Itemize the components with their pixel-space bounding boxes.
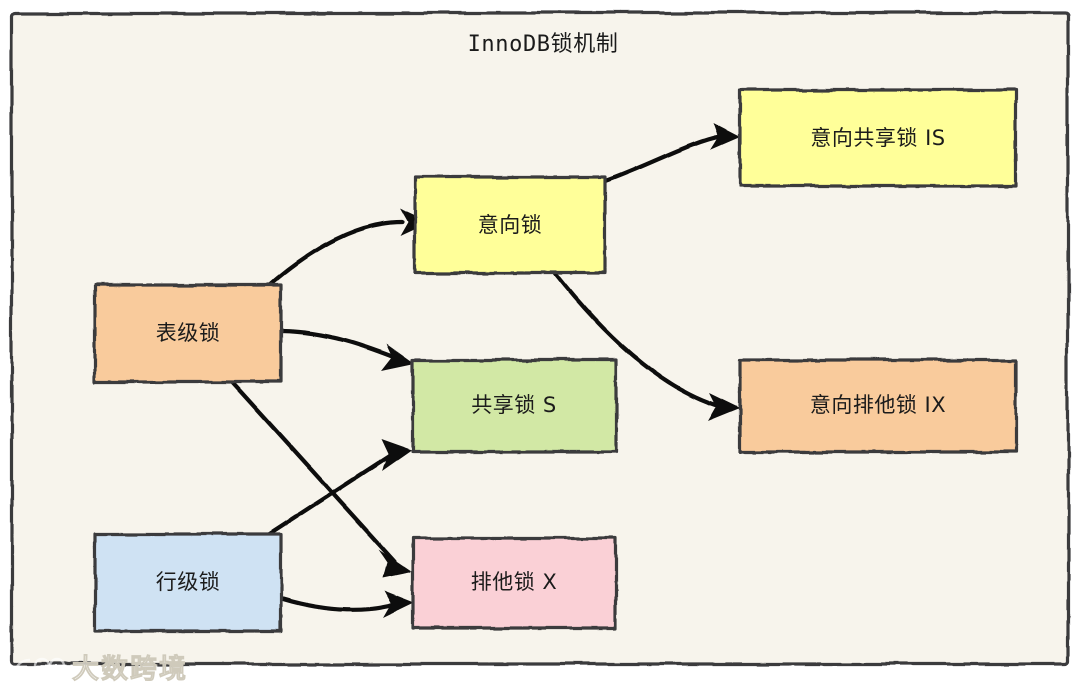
node-label-shared-lock: 共享锁 S: [471, 393, 557, 417]
node-layer: [93, 88, 1018, 633]
node-label-table-lock: 表级锁: [156, 321, 221, 345]
edge-row-to-shared: [262, 439, 412, 540]
node-label-row-lock: 行级锁: [156, 570, 221, 594]
node-label-intention-shared: 意向共享锁 IS: [810, 126, 945, 150]
node-box-intention-exclusive: [738, 358, 1018, 454]
edge-intention-to-shared-is: [602, 123, 740, 184]
watermark-logo-icon: [14, 657, 66, 684]
node-box-table-lock: [93, 283, 283, 384]
edge-layer: [228, 123, 740, 618]
node-box-row-lock: [93, 532, 283, 633]
watermark-label: 大数跨境: [72, 654, 188, 685]
node-box-intention-lock: [413, 175, 607, 275]
node-label-intention-lock: 意向锁: [478, 213, 543, 237]
watermark: 大数跨境: [14, 654, 188, 685]
edge-intention-to-exclusive-ix: [552, 270, 740, 421]
node-label-intention-exclusive: 意向排他锁 IX: [810, 393, 946, 417]
edge-table-to-shared: [279, 328, 414, 371]
node-box-intention-shared: [738, 88, 1018, 188]
diagram-title: InnoDB锁机制: [468, 32, 619, 57]
node-label-exclusive-lock: 排他锁 X: [471, 570, 558, 594]
edge-table-to-exclusive: [228, 378, 412, 578]
node-box-exclusive-lock: [411, 536, 618, 630]
edge-row-to-exclusive: [280, 591, 414, 618]
node-box-shared-lock: [411, 358, 618, 454]
